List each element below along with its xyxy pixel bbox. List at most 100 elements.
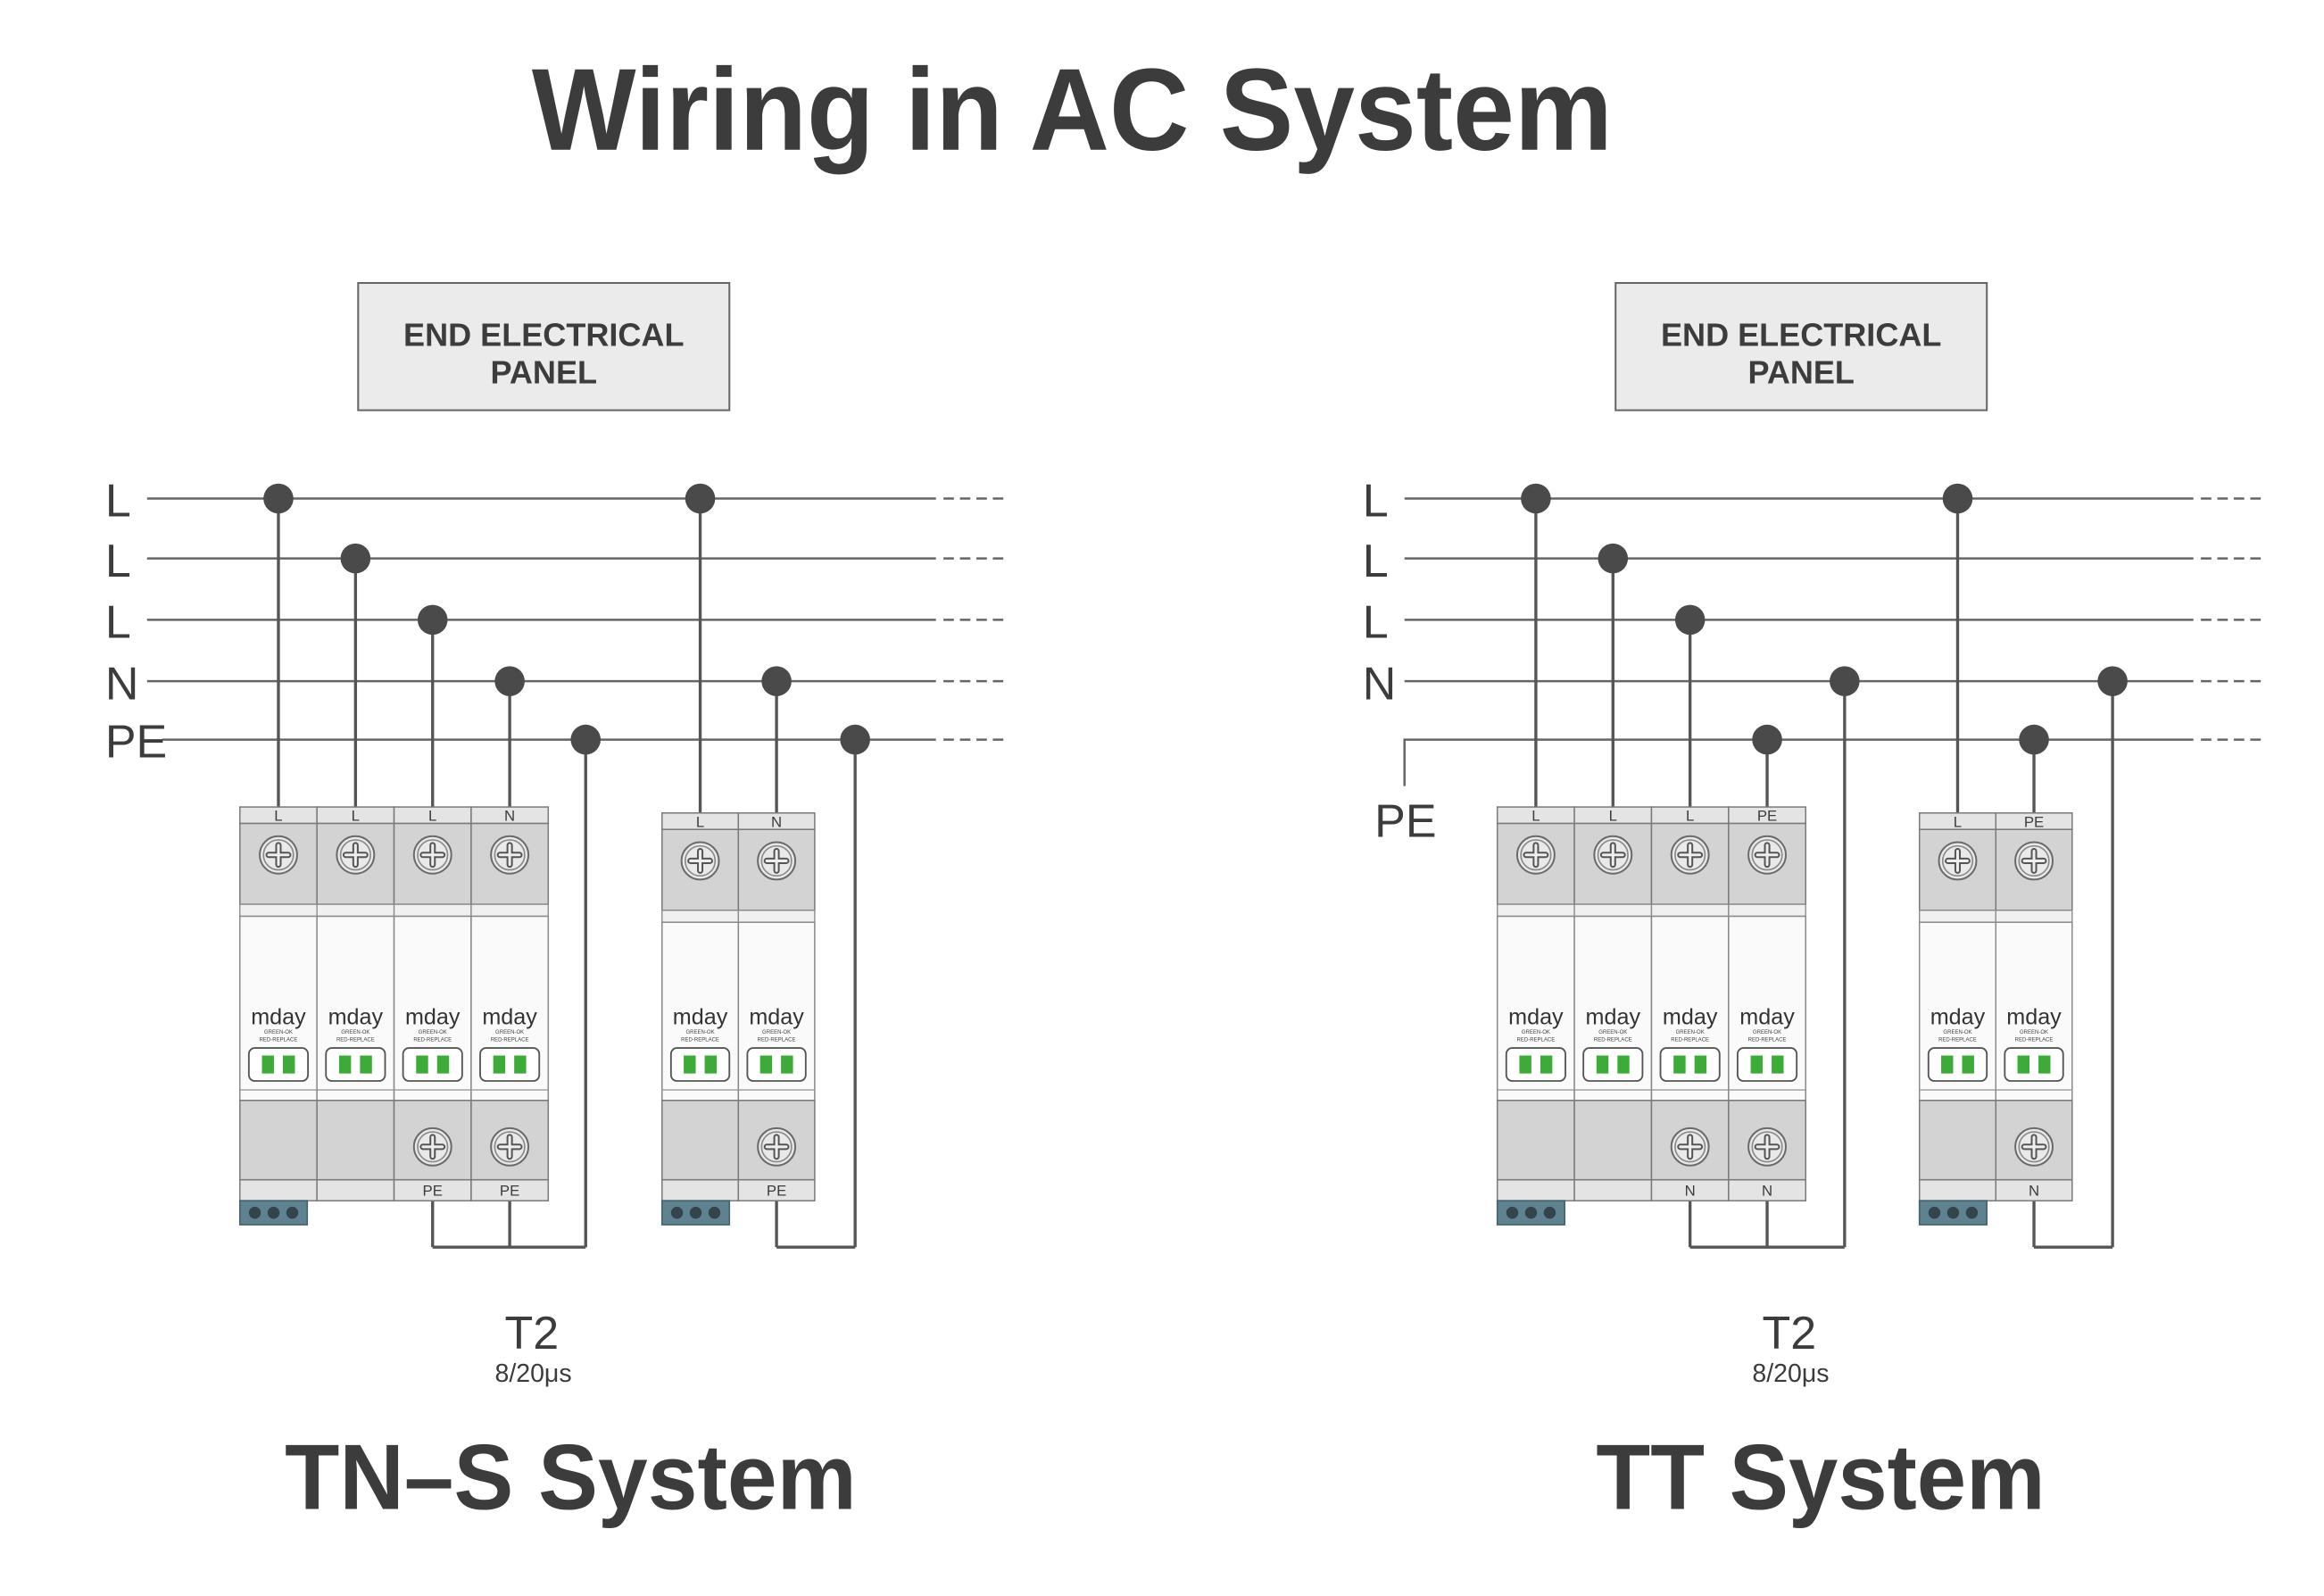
bus-label-l: L (105, 536, 131, 587)
panel-label-line2: PANEL (1747, 353, 1855, 390)
junction-dot (2019, 724, 2049, 755)
screw-cross-highlight (498, 844, 521, 867)
bottom-label-strip (1918, 1178, 1997, 1201)
bus-label-n: N (105, 658, 139, 710)
terminal-screw-icon (490, 1126, 530, 1167)
brand-label: mday (1508, 1004, 1564, 1029)
terminal-label: L (352, 808, 360, 825)
junction-dot (1752, 724, 1782, 755)
screw-cross-highlight (1601, 844, 1624, 867)
green-indicator-light (493, 1055, 506, 1074)
bus-label-l: L (105, 476, 131, 528)
status-indicator-window (247, 1047, 310, 1082)
terminal-screw-icon (2014, 1126, 2054, 1167)
housing-seam (1650, 903, 1730, 918)
screw-cross-highlight (765, 850, 788, 872)
terminal-screw-icon (1670, 835, 1710, 875)
bottom-label-strip (1995, 1178, 2073, 1201)
lower-terminal-block (1573, 1100, 1653, 1181)
terminal-screw-icon (490, 835, 530, 875)
green-indicator-light (1750, 1055, 1764, 1074)
terminal-label: L (428, 808, 436, 825)
status-indicator-window (479, 1047, 541, 1082)
screw-ring (494, 839, 526, 871)
status-indicator-window (2004, 1047, 2064, 1082)
junction-dot (761, 666, 792, 696)
spd-type-label: T2 (505, 1308, 560, 1359)
screw-cross-highlight (1755, 1135, 1779, 1159)
clip-hole (1965, 1206, 1979, 1219)
screw-cross-highlight (1524, 844, 1548, 867)
status-indicator-window (746, 1047, 807, 1082)
bottom-label-strip (239, 1178, 318, 1201)
status-legend: RED-REPLACE (758, 1038, 796, 1043)
terminal-screw-icon (1515, 835, 1556, 875)
clip-hole (1946, 1206, 1960, 1219)
green-indicator-light (781, 1055, 793, 1074)
junction-dot (263, 483, 294, 514)
bus-label-l: L (105, 597, 131, 649)
housing-seam (1995, 910, 2073, 923)
terminal-label: PE (500, 1182, 519, 1199)
junction-dot (417, 604, 448, 636)
clip-hole (248, 1206, 261, 1219)
end-electrical-panel-box (357, 282, 731, 411)
screw-ring (1941, 844, 1974, 877)
status-legend: GREEN-OK (686, 1030, 715, 1035)
junction-dot (494, 666, 525, 696)
bottom-label-strip (661, 1178, 740, 1201)
bottom-label-strip (1728, 1178, 1806, 1201)
4-pole-surge-protector: LmdayGREEN-OKRED-REPLACELmdayGREEN-OKRED… (238, 806, 550, 1226)
lower-terminal-block (1496, 1100, 1575, 1181)
green-indicator-light (1540, 1055, 1553, 1074)
screw-cross-highlight (421, 1135, 444, 1159)
housing-seam (1728, 903, 1806, 918)
green-indicator-light (338, 1055, 352, 1074)
terminal-label: PE (767, 1182, 786, 1199)
junction-dot (1942, 483, 1973, 514)
screw-cross-highlight (1679, 1135, 1702, 1159)
2-pole-surge-protector: LmdayGREEN-OKRED-REPLACENmdayGREEN-OKRED… (660, 812, 816, 1226)
terminal-label: PE (2024, 813, 2044, 830)
housing-seam (1919, 910, 1996, 923)
status-indicator-window (325, 1047, 386, 1082)
4-pole-surge-protector: LmdayGREEN-OKRED-REPLACELmdayGREEN-OKRED… (1496, 806, 1806, 1226)
status-legend: RED-REPLACE (413, 1038, 452, 1043)
junction-dot (1598, 543, 1629, 574)
system-name: TT System (1596, 1426, 2045, 1530)
panel-label-line1: END ELECTRICAL (403, 316, 684, 353)
screw-cross-highlight (267, 844, 290, 867)
status-legend: RED-REPLACE (1748, 1038, 1787, 1043)
status-indicator-window (1927, 1047, 1988, 1082)
green-indicator-light (514, 1055, 527, 1074)
status-legend: GREEN-OK (341, 1030, 369, 1035)
status-legend: GREEN-OK (1522, 1030, 1550, 1035)
terminal-label: N (1762, 1182, 1772, 1199)
brand-label: mday (251, 1004, 306, 1029)
screw-ring (1674, 1131, 1706, 1163)
housing-seam (239, 903, 318, 918)
junction-dot (840, 724, 870, 755)
terminal-label: L (1686, 808, 1694, 825)
bottom-label-strip (1573, 1178, 1653, 1201)
green-indicator-light (1941, 1055, 1954, 1074)
clip-hole (689, 1206, 702, 1219)
status-legend: GREEN-OK (419, 1030, 447, 1035)
lower-terminal-block (239, 1100, 318, 1181)
bus-label-pe: PE (1374, 796, 1436, 848)
bottom-label-strip (1496, 1178, 1575, 1201)
terminal-screw-icon (412, 835, 452, 875)
junction-dot (2097, 666, 2128, 696)
terminal-screw-icon (1938, 841, 1978, 881)
status-indicator-window (1736, 1047, 1798, 1082)
terminal-label: L (1954, 813, 1962, 830)
housing-seam (1573, 903, 1653, 918)
